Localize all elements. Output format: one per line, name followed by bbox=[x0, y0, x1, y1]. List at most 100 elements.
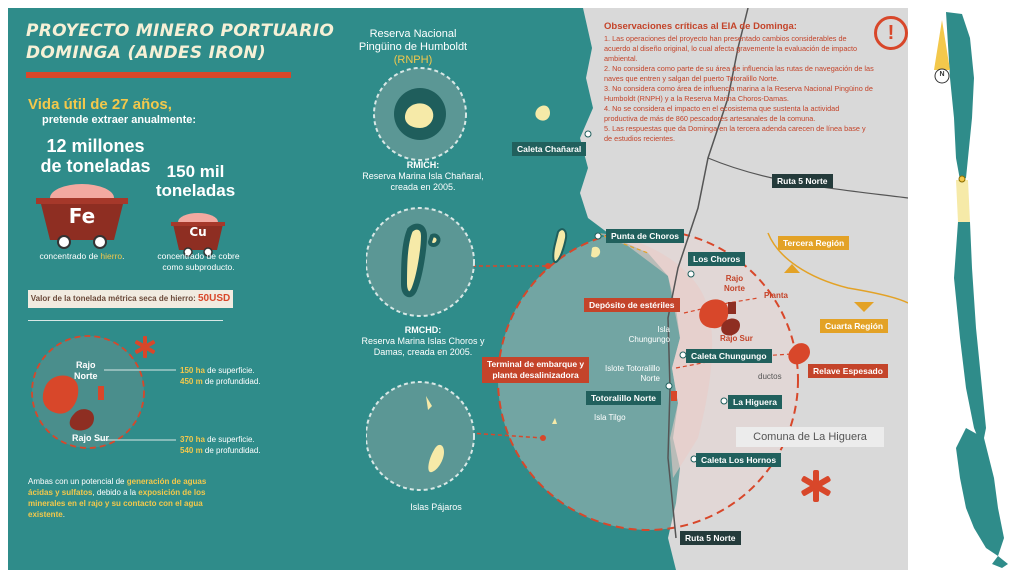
compass-icon bbox=[934, 20, 950, 84]
alert-icon: ! bbox=[874, 16, 908, 50]
arrow-up-tercera bbox=[784, 264, 800, 273]
pit-sur-m-text: de profundidad. bbox=[202, 446, 261, 455]
place-caleta-los-hornos: Caleta Los Hornos bbox=[696, 453, 782, 467]
copper-cart-icon bbox=[171, 213, 225, 257]
place-terminal-line-2: planta desalinizadora bbox=[492, 370, 579, 380]
place-tercera-region: Tercera Región bbox=[778, 236, 850, 250]
pit-norte-info: 150 ha de superficie. 450 m de profundid… bbox=[180, 365, 261, 387]
relave-shape bbox=[788, 343, 810, 365]
comuna-label: Comuna de La Higuera bbox=[736, 427, 884, 447]
place-terminal-line-1: Terminal de embarque y bbox=[487, 359, 585, 369]
pit-norte-label-2: Norte bbox=[74, 371, 98, 381]
iron-amount-line-1: 12 millones bbox=[46, 136, 145, 156]
rmchd-line-2: Damas, creada en 2005. bbox=[373, 347, 473, 357]
observations-heading: Observaciones críticas al EIA de Dominga… bbox=[604, 21, 797, 32]
reserve-abbr: (RNPH) bbox=[393, 54, 433, 66]
label-islote-1: Islote Totoralillo bbox=[605, 364, 660, 373]
observation-item: 5. Las respuestas que da Dominga en la t… bbox=[604, 124, 866, 143]
island-chanaral-small bbox=[535, 105, 550, 121]
arrow-down-cuarta bbox=[854, 302, 874, 312]
copper-caption-line-2: como subproducto. bbox=[162, 262, 235, 272]
terminal-shape bbox=[671, 391, 677, 401]
copper-amount-line-2: toneladas bbox=[155, 181, 236, 200]
observation-item: 1. Las operaciones del proyecto han pres… bbox=[604, 34, 858, 63]
observation-item: 2. No considera como parte de su área de… bbox=[604, 64, 874, 83]
rmchd-caption: RMCHD: Reserva Marina Islas Choros y Dam… bbox=[348, 325, 498, 358]
zoom-dot-2 bbox=[540, 435, 546, 441]
zoom-circle-pajaros bbox=[366, 381, 475, 491]
label-rajo-norte-2: Norte bbox=[724, 284, 745, 293]
zoom-dot-1 bbox=[545, 263, 551, 269]
observations-panel: Observaciones críticas al EIA de Dominga… bbox=[604, 22, 874, 144]
price-value: 50USD bbox=[197, 293, 231, 304]
label-islote-2: Norte bbox=[640, 374, 660, 383]
dot-punta-choros bbox=[594, 232, 602, 240]
place-deposito-esteriles: Depósito de estériles bbox=[584, 298, 680, 312]
zoom-circle-chanaral bbox=[373, 67, 467, 161]
title-underline bbox=[26, 72, 291, 78]
iron-caption-pre: concentrado de bbox=[39, 251, 101, 261]
zoom-connector-2 bbox=[469, 432, 544, 439]
acid-note: Ambas con un potencial de generación de … bbox=[28, 476, 233, 520]
pit-norte-label: Rajo Norte bbox=[74, 360, 98, 382]
place-totoralillo-norte: Totoralillo Norte bbox=[586, 391, 662, 405]
place-ruta5-bottom: Ruta 5 Norte bbox=[680, 531, 741, 545]
rmich-caption: RMICH: Reserva Marina Isla Chañaral, cre… bbox=[358, 160, 488, 193]
label-rajo-sur: Rajo Sur bbox=[720, 334, 753, 343]
region-highlight bbox=[956, 180, 970, 222]
pretend-text: pretende extraer anualmente: bbox=[42, 114, 197, 126]
price-label: Valor de la tonelada métrica seca de hie… bbox=[30, 294, 198, 303]
place-caleta-chanaral: Caleta Chañaral bbox=[512, 142, 587, 156]
pit-sur-ha-text: de superficie. bbox=[204, 435, 255, 444]
place-cuarta-region: Cuarta Región bbox=[820, 319, 889, 333]
label-rajo-norte-1: Rajo bbox=[725, 274, 744, 283]
observation-item: 3. No considera como área de influencia … bbox=[604, 84, 873, 103]
place-caleta-chungungo: Caleta Chungungo bbox=[686, 349, 772, 363]
asterisk-small bbox=[134, 336, 156, 358]
dot-la-higuera bbox=[720, 397, 728, 405]
copper-symbol: Cu bbox=[189, 225, 207, 239]
pit-sur-info: 370 ha de superficie. 540 m de profundid… bbox=[180, 434, 261, 456]
copper-caption-line-1: concentrado de cobre bbox=[157, 251, 240, 261]
place-ruta5-top: Ruta 5 Norte bbox=[772, 174, 833, 188]
price-box: Valor de la tonelada métrica seca de hie… bbox=[28, 290, 233, 308]
iron-caption-post: . bbox=[122, 251, 125, 261]
influence-land bbox=[598, 233, 713, 478]
acid-note-p2: , debido a la bbox=[92, 488, 139, 497]
acid-note-b1: generación de aguas ácidas y sulfatos bbox=[28, 477, 207, 497]
title-line-2: DOMINGA (ANDES IRON) bbox=[26, 43, 266, 63]
label-isla-tilgo: Isla Tilgo bbox=[594, 413, 626, 422]
label-isla-chungungo-2: Chungungo bbox=[628, 335, 670, 344]
pit-sur-label: Rajo Sur bbox=[72, 433, 110, 443]
iron-caption-highlight: hierro bbox=[100, 251, 123, 261]
copper-caption: concentrado de cobre como subproducto. bbox=[146, 251, 251, 273]
label-islote-totoralillo: Islote Totoralillo Norte bbox=[580, 364, 660, 384]
zoom-circle-choros bbox=[366, 207, 475, 317]
place-terminal: Terminal de embarque y planta desaliniza… bbox=[482, 357, 590, 383]
pit-norte-label-1: Rajo bbox=[76, 360, 96, 370]
pit-norte-m-text: de profundidad. bbox=[202, 377, 261, 386]
life-text: Vida útil de 27 años, bbox=[28, 96, 172, 113]
asterisk-marker bbox=[801, 470, 831, 502]
place-relave-espesado: Relave Espesado bbox=[808, 364, 888, 378]
infographic-frame: PROYECTO MINERO PORTUARIO DOMINGA (ANDES… bbox=[8, 8, 908, 570]
iron-amount: 12 millones de toneladas bbox=[28, 136, 163, 176]
page-title: PROYECTO MINERO PORTUARIO DOMINGA (ANDES… bbox=[26, 20, 334, 64]
pit-sur-ha: 370 ha bbox=[180, 435, 205, 444]
dot-los-choros bbox=[687, 270, 695, 278]
region-border bbox=[767, 232, 908, 304]
divider bbox=[28, 320, 223, 321]
rmchd-line-1: Reserva Marina Islas Choros y bbox=[361, 336, 485, 346]
acid-note-p3: . bbox=[62, 510, 65, 519]
iron-symbol: Fe bbox=[68, 204, 96, 228]
pit-norte-ha-text: de superficie. bbox=[204, 366, 255, 375]
copper-amount-line-1: 150 mil bbox=[166, 162, 225, 181]
planta-shape bbox=[728, 302, 736, 314]
label-planta: Planta bbox=[764, 291, 789, 300]
pit-norte-m: 450 m bbox=[180, 377, 203, 386]
title-line-1: PROYECTO MINERO PORTUARIO bbox=[26, 21, 335, 41]
rmich-line-1: Reserva Marina Isla Chañaral, bbox=[362, 171, 484, 181]
label-rajo-norte: Rajo Norte bbox=[724, 274, 745, 294]
dot-caleta-chanaral bbox=[584, 130, 592, 138]
pajaros-caption: Islas Pájaros bbox=[410, 502, 462, 512]
